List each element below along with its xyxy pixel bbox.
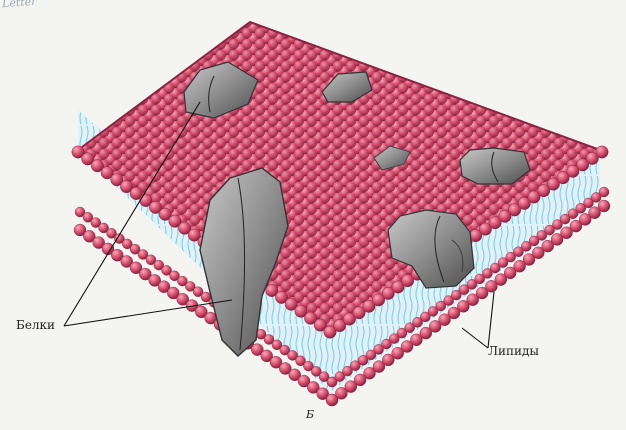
lipid-head xyxy=(598,200,610,212)
protein-4 xyxy=(460,148,530,184)
lipid-head xyxy=(599,187,609,197)
figure-letter: Б xyxy=(306,408,314,421)
lipid-head xyxy=(596,146,608,158)
lipids-label: Липиды xyxy=(488,344,539,358)
proteins-label: Белки xyxy=(16,318,55,332)
